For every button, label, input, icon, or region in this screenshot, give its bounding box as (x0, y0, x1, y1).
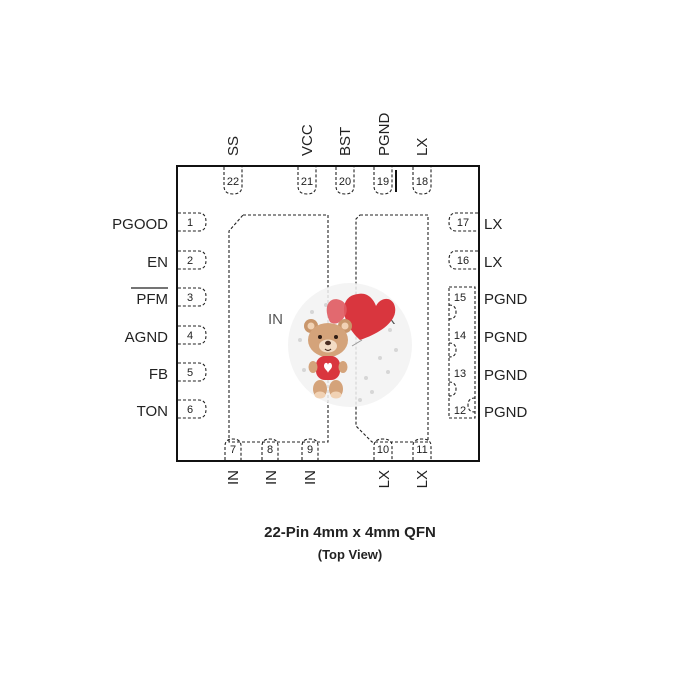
pin-2: 2 EN (147, 250, 207, 271)
pin-10-number: 10 (377, 444, 389, 456)
pin-15-label: PGND (484, 291, 528, 308)
bottom-pins: 7 IN 8 IN 9 IN 10 LX 11 LX (224, 438, 432, 488)
pin-17: 17 LX (448, 212, 502, 233)
pin-22: 22 SS (223, 136, 243, 195)
caption-subtitle: (Top View) (317, 547, 383, 562)
pin-19: 19 PGND (373, 112, 397, 195)
pin-7-label: IN (225, 470, 242, 485)
pin-17-label: LX (484, 216, 502, 233)
pin-22-number: 22 (227, 176, 239, 188)
pin-9-label: IN (302, 470, 319, 485)
pin-6-label: TON (137, 403, 168, 420)
top-pins: 18 LX 19 PGND 20 BST 21 VCC 22 SS (223, 112, 432, 195)
pin-3-label: PFM (136, 291, 168, 308)
pgnd-pad-strip (448, 286, 476, 419)
exposed-pad-lx (355, 214, 429, 443)
pin-15: 15 PGND (448, 291, 528, 320)
pin-16-label: LX (484, 254, 502, 271)
pin-13-number: 13 (454, 368, 466, 380)
pin-3-number: 3 (187, 292, 193, 304)
pin-19-number: 19 (377, 176, 389, 188)
pin-20-label: BST (337, 127, 354, 156)
pin-4: 4 AGND (125, 325, 207, 346)
caption-title: 22-Pin 4mm x 4mm QFN (264, 524, 436, 541)
pin-21: 21 VCC (297, 124, 317, 195)
pin-20-number: 20 (339, 176, 351, 188)
pin-14-label: PGND (484, 329, 528, 346)
pin-20: 20 BST (335, 127, 355, 195)
pin-21-number: 21 (301, 176, 313, 188)
pin-7: 7 IN (224, 438, 242, 485)
pin-1: 1 PGOOD (112, 212, 207, 233)
pin-9: 9 IN (301, 438, 319, 485)
pad-label-in: IN (268, 311, 283, 328)
pin-16-number: 16 (457, 255, 469, 267)
pin-8-label: IN (263, 470, 280, 485)
pin-10: 10 LX (373, 438, 393, 488)
pin-4-label: AGND (125, 329, 169, 346)
pin-13-label: PGND (484, 367, 528, 384)
pin-12: 12 PGND (454, 397, 528, 421)
pin-14-number: 14 (454, 330, 466, 342)
pin-3: 3 PFM (131, 287, 207, 308)
pin-5-label: FB (149, 366, 168, 383)
pin-6-number: 6 (187, 404, 193, 416)
pin-1-number: 1 (187, 217, 193, 229)
pin-2-label: EN (147, 254, 168, 271)
pin-8: 8 IN (261, 438, 280, 485)
pin-4-number: 4 (187, 330, 193, 342)
pin-12-label: PGND (484, 404, 528, 421)
right-pins: 12 PGND 13 PGND 14 PGND 15 PGND 16 LX 17… (448, 212, 528, 421)
pin-5: 5 FB (149, 362, 207, 383)
pin-18-label: LX (414, 138, 431, 156)
pin-14: 14 PGND (448, 329, 528, 358)
pin-13: 13 PGND (448, 367, 528, 397)
pin-5-number: 5 (187, 367, 193, 379)
pin-9-number: 9 (307, 444, 313, 456)
pin-15-number: 15 (454, 292, 466, 304)
pin-1-label: PGOOD (112, 216, 168, 233)
pin-12-number: 12 (454, 405, 466, 417)
pin-19-label: PGND (376, 112, 393, 156)
pin-21-label: VCC (299, 124, 316, 156)
pin-8-number: 8 (267, 444, 273, 456)
pin-18: 18 LX (412, 138, 432, 195)
pin-6: 6 TON (137, 399, 207, 420)
pin-11-label: LX (414, 470, 431, 488)
pin-22-label: SS (225, 136, 242, 156)
pin-11: 11 LX (412, 438, 432, 488)
teddy-bear-sticker: IN LX (268, 283, 412, 407)
pin-16: 16 LX (448, 250, 502, 271)
pin-18-number: 18 (416, 176, 428, 188)
pin-2-number: 2 (187, 255, 193, 267)
pin-7-number: 7 (230, 444, 236, 456)
pin-10-label: LX (376, 470, 393, 488)
pin-11-number: 11 (416, 444, 427, 456)
exposed-pad-in (228, 214, 329, 443)
left-pins: 1 PGOOD 2 EN 3 PFM 4 AGND 5 FB 6 TON (112, 212, 207, 420)
pin-17-number: 17 (457, 217, 469, 229)
